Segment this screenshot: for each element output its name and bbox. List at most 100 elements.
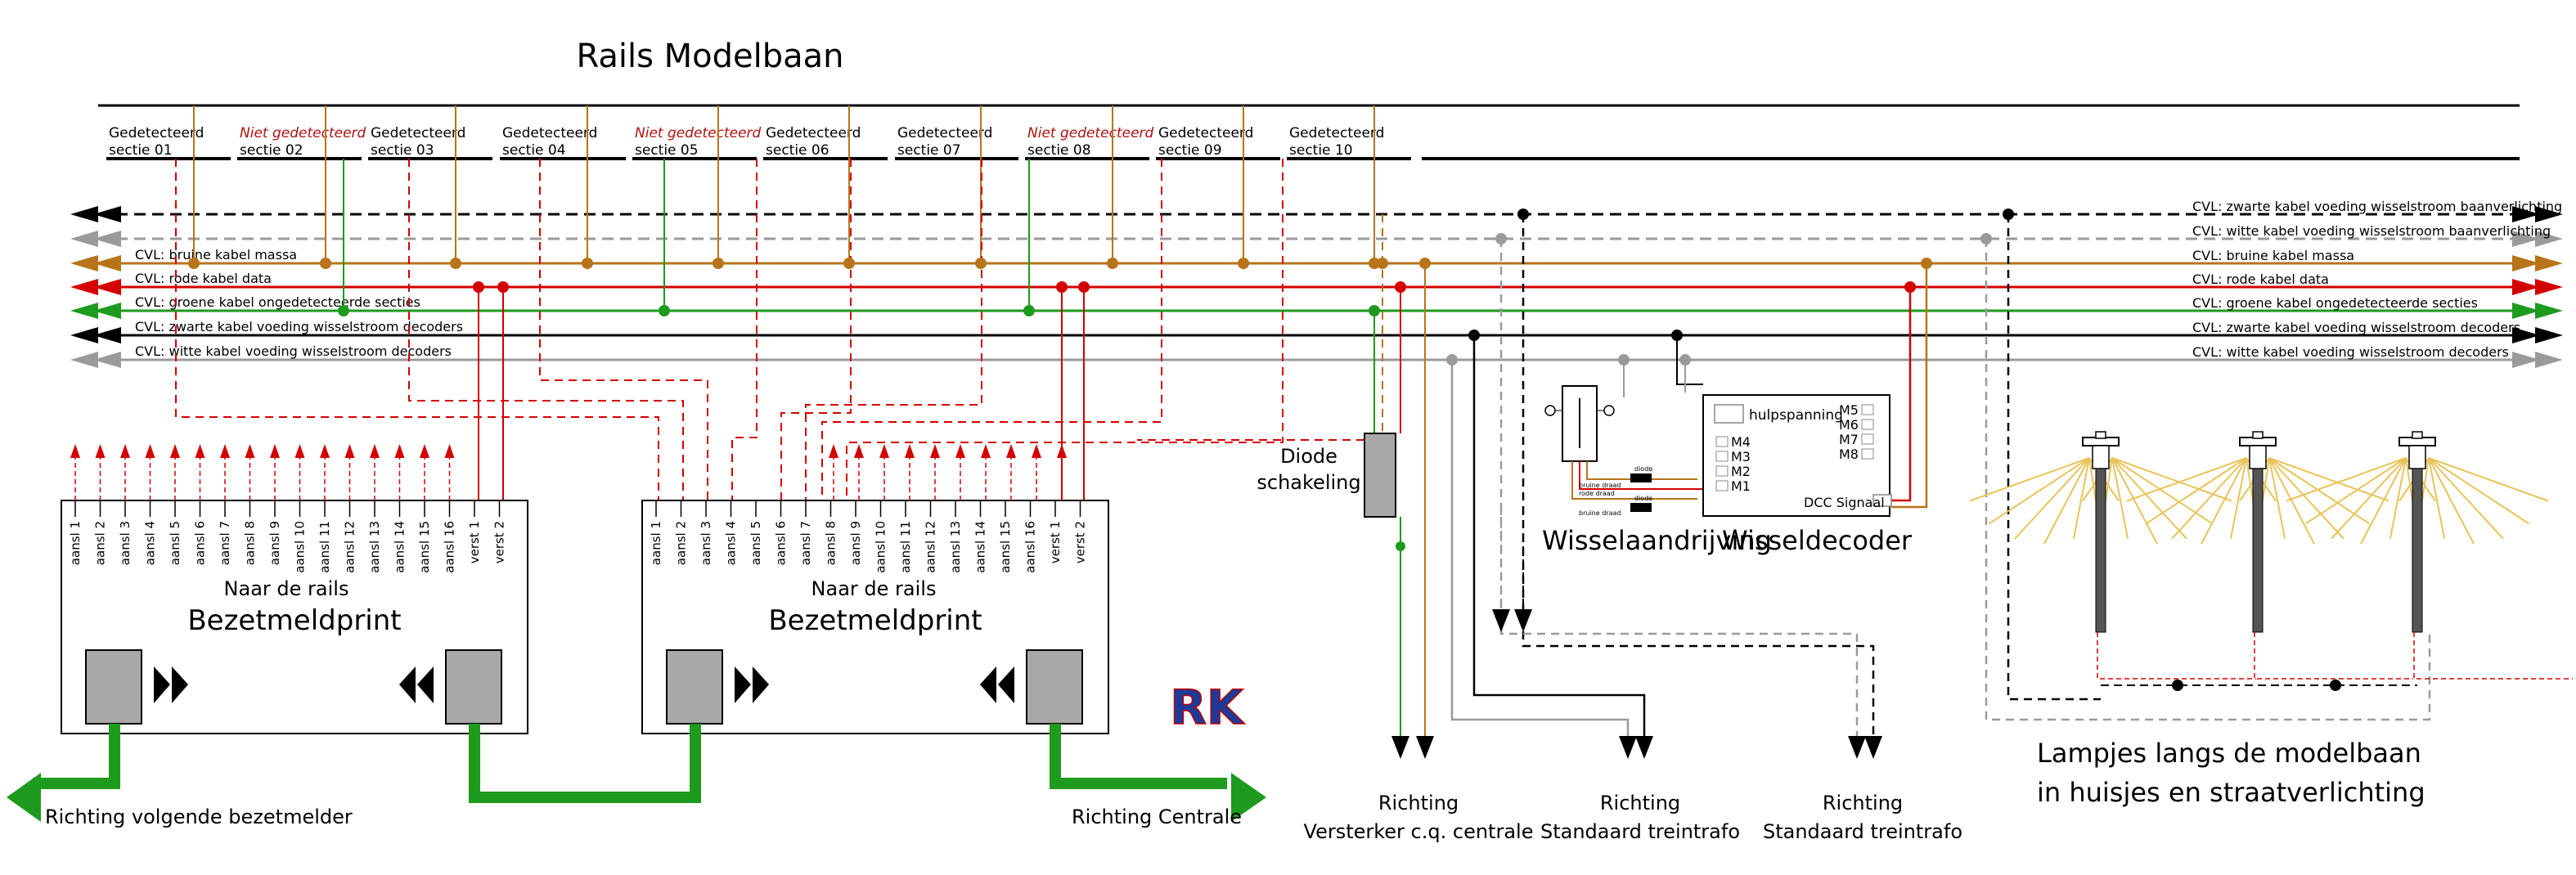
up-arrow-head-13	[370, 444, 380, 458]
decoder-right-label-3: M7	[1839, 432, 1859, 447]
booster-caption-2: Versterker c.q. centrale	[1304, 820, 1534, 843]
bus-arrow-left-black-top-b	[93, 206, 121, 222]
rail-feed-arrows	[70, 444, 1067, 500]
bus-arrow-right-grey-b	[2535, 352, 2563, 368]
feeder-5	[780, 159, 852, 500]
up-arrow-head-8	[245, 444, 255, 458]
bus-arrow-right-grey-top-a	[2512, 231, 2540, 247]
lamp-ray-1-r0	[2111, 457, 2232, 502]
arrow-trafo2-2	[1864, 736, 1882, 759]
bus-label-right-grey: CVL: witte kabel voeding wisselstroom de…	[2192, 344, 2509, 360]
bus-label-right-green: CVL: groene kabel ongedetecteerde sectie…	[2192, 295, 2478, 311]
brown-junction-4	[582, 258, 593, 269]
arrow-booster-1	[1391, 736, 1409, 759]
decoder-left-label-1: M4	[1731, 434, 1751, 450]
section-status-3: Gedetecteerd	[371, 125, 465, 141]
decoder-dcc-brown	[1891, 263, 1928, 509]
pins1-label-18: verst 2	[492, 521, 507, 563]
up-arrow-head-22	[955, 444, 965, 458]
red-junction-2-2	[1078, 281, 1090, 293]
up-arrow-head-15	[420, 444, 429, 458]
up-arrow-head-2	[95, 444, 106, 458]
pins1-label-6: aansl 6	[193, 521, 208, 565]
section-name-10: sectie 10	[1289, 142, 1353, 159]
up-arrow-head-19	[879, 444, 889, 458]
trafo1-black-junction	[1468, 330, 1480, 341]
drive-grey-junction	[1618, 354, 1630, 366]
arrow-next-detector	[7, 773, 41, 822]
bus-label-left-green: CVL: groene kabel ongedetecteerde sectie…	[135, 294, 420, 310]
turnout-drive-label: Wisselaandrijving	[1542, 525, 1772, 556]
bus-arrow-right-grey-top-b	[2535, 231, 2563, 247]
section-name-7: sectie 07	[897, 142, 961, 159]
trafo2-black	[1522, 214, 1875, 736]
up-arrow-head-26	[1057, 444, 1067, 458]
lamp-bulb-2	[2249, 445, 2267, 469]
connection-wires	[175, 105, 2431, 736]
bus-connection-pipes	[33, 724, 1227, 803]
bus-arrow-left-grey-top-b	[93, 231, 121, 247]
feeder-3	[539, 159, 708, 500]
pins2-label-6: aansl 6	[774, 521, 789, 565]
pins1-label-16: aansl 16	[443, 521, 457, 573]
pins1-label-2: aansl 2	[93, 521, 108, 565]
board-1-connector-right	[445, 649, 502, 725]
bus-arrow-left-grey-top-a	[70, 231, 98, 247]
diode-label-1: Diode	[1280, 445, 1337, 468]
decoder-left-terminal-1	[1715, 436, 1729, 447]
brown-junction-8	[1107, 258, 1118, 269]
decoder-black-junction	[1671, 330, 1683, 341]
up-arrow-head-21	[930, 444, 940, 458]
pins2-label-11: aansl 11	[898, 521, 913, 573]
up-arrow-head-25	[1032, 444, 1041, 458]
up-arrow-head-18	[854, 444, 864, 458]
pins2-label-15: aansl 15	[998, 521, 1013, 573]
street-lamp-2	[2126, 431, 2413, 680]
lamp-ray-3-l4	[2389, 457, 2407, 539]
pins1-label-5: aansl 5	[168, 521, 182, 565]
decoder-left-terminal-4	[1715, 480, 1729, 491]
bus-label-right-red: CVL: rode kabel data	[2192, 271, 2329, 287]
bus-arrow-left-black-a	[70, 327, 98, 343]
pins2-label-1: aansl 1	[649, 521, 663, 565]
brown-junction-7	[975, 258, 987, 269]
bus-arrow-left-grey-b	[93, 352, 121, 368]
up-arrow-head-11	[320, 444, 330, 458]
bus-label-right-grey-top: CVL: witte kabel voeding wisselstroom ba…	[2192, 223, 2551, 239]
lamp-ray-1-r3	[2111, 457, 2158, 545]
decoder-aux-label: hulpspanning	[1749, 407, 1843, 424]
diode-label-2: schakeling	[1257, 471, 1360, 494]
street-lamp-1	[1969, 431, 2256, 680]
green-junction-2	[659, 305, 670, 316]
decoder-dcc-label: DCC Signaal	[1804, 495, 1885, 510]
lamp-ray-1-l0	[1969, 457, 2090, 502]
section-status-9: Gedetecteerd	[1158, 125, 1253, 141]
lamp-junction-2	[2330, 680, 2341, 691]
bus-arrow-right-green-b	[2535, 303, 2563, 319]
brown-junction-1	[188, 258, 200, 269]
lamp-bulb-1	[2092, 445, 2110, 469]
decoder-left-label-2: M3	[1731, 449, 1751, 464]
lamp-ray-2-r3	[2268, 457, 2315, 545]
pins1-label-1: aansl 1	[68, 521, 83, 565]
bus-arrow-right-red-a	[2512, 279, 2540, 295]
turnout-drive: bruine draad rode draad bruine draad dio…	[1544, 385, 1703, 517]
lamp-pole-2	[2252, 468, 2264, 633]
diode-green-junction	[1369, 305, 1380, 316]
decoder-right-label-4: M8	[1839, 446, 1859, 462]
pins2-label-4: aansl 4	[724, 521, 739, 565]
lamp-black	[2007, 214, 2101, 701]
turnout-decoder-label: Wisseldecoder	[1722, 525, 1913, 556]
board-1-subtitle: Naar de rails	[224, 577, 349, 600]
bus-arrow-right-brown-b	[2535, 255, 2563, 271]
lamp-ray-1-r2	[2111, 457, 2187, 540]
board-1-arrow-right	[154, 666, 188, 703]
bus-arrow-right-black-a	[2512, 327, 2540, 343]
decoder-grey-junction	[1679, 354, 1691, 366]
lamp-ray-3-r3	[2428, 457, 2475, 545]
drive-wire-label-1: bruine draad	[1579, 482, 1621, 489]
bus-arrow-right-black-top-a	[2512, 206, 2540, 222]
bus-label-left-grey: CVL: witte kabel voeding wisselstroom de…	[135, 343, 452, 359]
up-arrow-head-12	[344, 444, 355, 458]
bus-arrow-left-green-a	[70, 303, 98, 319]
